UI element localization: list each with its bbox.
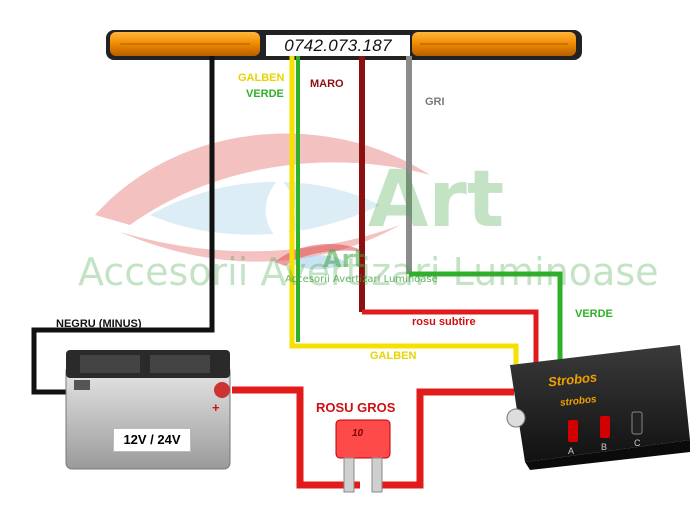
watermark-small-logo: Art	[323, 245, 365, 273]
label-brown-wire: MARO	[310, 78, 344, 90]
watermark-eye-icon	[95, 133, 430, 262]
label-thick-red-wire: ROSU GROS	[316, 400, 396, 415]
wires	[31, 56, 563, 489]
switch-c-label: C	[634, 438, 641, 448]
label-black-wire: NEGRU (MINUS)	[56, 318, 142, 330]
controller-box	[506, 345, 690, 470]
switch-b-label: B	[601, 442, 608, 452]
thick-red-wire-2	[380, 388, 514, 489]
switch-c-icon[interactable]	[631, 411, 643, 435]
label-yellow-bottom-wire: GALBEN	[370, 350, 417, 362]
green-stripe-wire	[296, 56, 300, 342]
lightbar-phone-number: 0742.073.187	[266, 35, 410, 56]
fuse-rating: 10	[352, 428, 364, 439]
label-green-wire: VERDE	[246, 88, 284, 100]
green-wire	[409, 271, 563, 364]
watermark-big-text: Accesorii Avertizari Luminoase	[78, 250, 659, 294]
battery-voltage-label: 12V / 24V	[113, 428, 191, 452]
switch-a-label: A	[568, 446, 575, 456]
label-yellow-wire: GALBEN	[238, 72, 285, 84]
thick-red-wire	[232, 386, 360, 489]
label-thin-red-wire: rosu subtire	[412, 316, 476, 328]
black-wire	[31, 56, 215, 395]
label-grey-wire: GRI	[425, 96, 445, 108]
thin-red-wire	[362, 309, 539, 364]
switch-b-icon[interactable]	[600, 416, 610, 438]
battery-plus-label: +	[212, 400, 220, 415]
watermark-big-logo: Art	[368, 155, 505, 245]
switch-a-icon[interactable]	[568, 420, 578, 442]
watermark-small-text: Accesorii Avertizari Luminoase	[285, 274, 438, 285]
lightbar	[106, 30, 582, 60]
label-green-right-wire: VERDE	[575, 308, 613, 320]
fuse-icon	[335, 419, 391, 493]
yellow-wire	[289, 56, 519, 364]
battery-positive-terminal	[214, 382, 230, 398]
